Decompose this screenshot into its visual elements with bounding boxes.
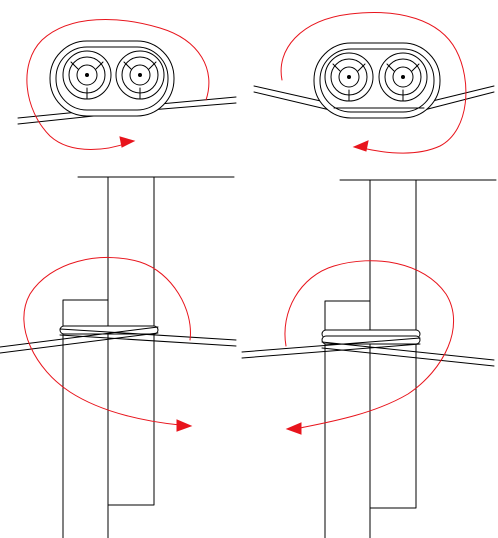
post-short-bottom-right [324, 300, 371, 538]
rotation-arrow-top-left [26, 19, 210, 150]
wrap-outline-top-left [49, 40, 175, 117]
arrow-head-bottom-right [285, 422, 302, 435]
wrap-inner-top-right [319, 48, 435, 113]
rotation-arrow-bottom-left [23, 256, 191, 426]
wrap-inner-top-left [55, 46, 169, 111]
post-right-top-left [115, 50, 165, 100]
panel-top-left [17, 19, 237, 150]
panel-bottom-right [241, 179, 497, 538]
rope-bottom-left [0, 326, 237, 354]
lashing-band-bottom-right-2 [321, 335, 421, 345]
rope-bottom-right [241, 337, 495, 367]
lashing-band-bottom-left [59, 325, 159, 335]
arrow-head-top-right [352, 140, 369, 152]
post-left-top-left [62, 50, 112, 100]
rotation-arrow-bottom-right [284, 260, 455, 429]
post-right-top-right [378, 52, 428, 102]
arrow-head-bottom-left [176, 419, 193, 432]
post-tall-bottom-left [107, 176, 155, 506]
post-short-bottom-left [62, 299, 155, 538]
wrap-outline-top-right [313, 42, 441, 119]
panel-bottom-left [0, 176, 237, 538]
panel-top-right [253, 12, 495, 154]
arrow-head-top-left [119, 136, 136, 148]
rotation-arrow-top-right [280, 12, 467, 154]
post-left-top-right [324, 52, 374, 102]
